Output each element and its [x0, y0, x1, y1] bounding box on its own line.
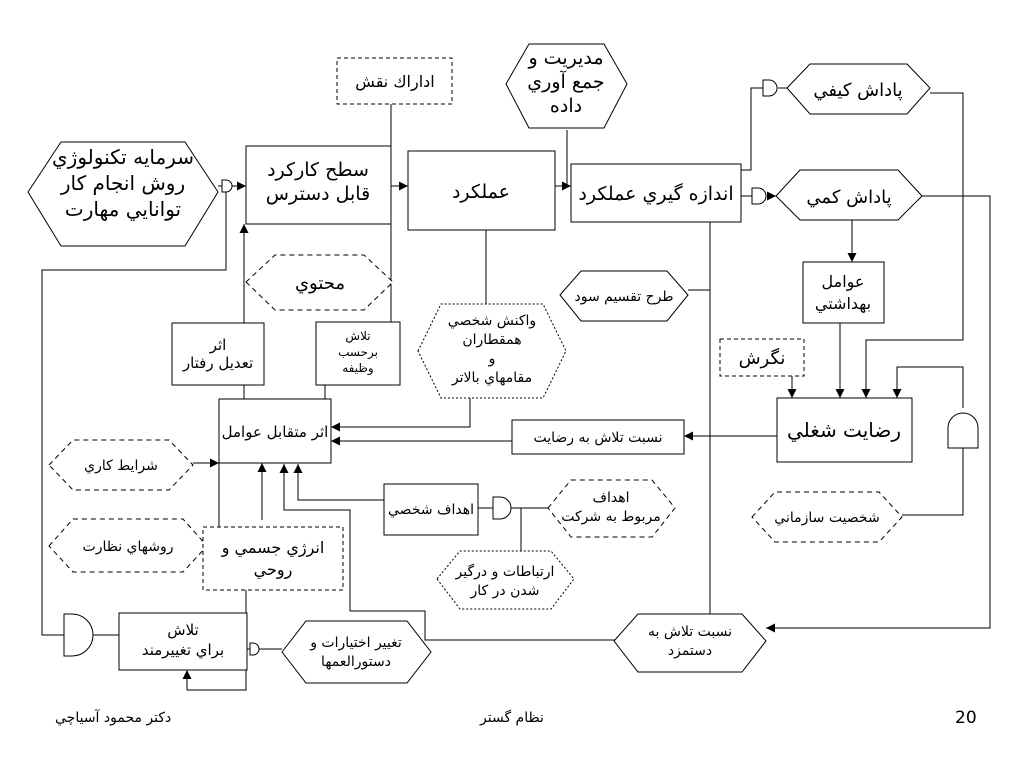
and-gate-right: [947, 412, 979, 449]
node-n25: [436, 550, 575, 610]
node-n13: [315, 321, 401, 386]
node-n9: [245, 254, 394, 311]
node-n14: [417, 303, 567, 399]
label-n6: اندازه گيري عملكرد: [578, 182, 733, 205]
label-n22: شخصيت سازماني: [774, 510, 879, 526]
label-n17: نسبت تلاش به رضايت: [533, 430, 662, 446]
label-n19: شرايط كاري: [84, 458, 158, 474]
node-n22: [751, 491, 903, 543]
label-n23: روشهاي نظارت: [83, 539, 174, 555]
and-gate-bottom: [63, 613, 94, 657]
label-n7: پاداش كيفي: [813, 80, 902, 101]
node-n3: [336, 57, 453, 105]
node-n19: [48, 439, 194, 491]
node-n8: [775, 169, 923, 221]
edge-gate-n18: [892, 366, 964, 408]
node-n6: [570, 163, 742, 223]
node-n2: [245, 145, 392, 225]
and-gate-top: [762, 79, 778, 97]
edge-n7-n18: [861, 92, 964, 398]
edge-n14-n16: [331, 398, 471, 432]
label-n10: طرح تقسيم سود: [574, 289, 673, 305]
label-n8: پاداش كمي: [806, 187, 891, 208]
node-n12: [171, 322, 265, 386]
node-n24: [202, 526, 344, 591]
node-n27: [281, 620, 432, 684]
label-n21: اهداف شخصي: [388, 502, 474, 518]
footer-author: دكتر محمود آسياچي: [55, 710, 172, 726]
node-n4: [505, 43, 628, 129]
label-n15: نگرش: [739, 347, 786, 369]
node-n7: [786, 63, 931, 115]
node-n16: [218, 398, 332, 464]
edge-n1-gate: [41, 186, 227, 636]
footer-center: نظام گستر: [480, 710, 544, 726]
node-n20: [547, 479, 676, 538]
edge-n28-n16: [279, 464, 621, 641]
node-n28: [613, 613, 767, 673]
node-n21: [383, 483, 479, 536]
label-n5: عملكرد: [452, 181, 510, 203]
node-n1: [27, 141, 219, 247]
edge-n21-n16: [293, 464, 384, 501]
node-n11: [802, 261, 885, 324]
and-gate-mid: [751, 187, 767, 205]
node-n18: [776, 397, 913, 463]
label-n3: اداراك نقش: [355, 72, 434, 92]
and-gate-goals: [492, 496, 512, 520]
node-n10: [559, 270, 689, 322]
and-gate-left: [221, 179, 233, 193]
node-n26: [118, 612, 248, 671]
and-gate-bottom-small: [249, 642, 260, 656]
edge-n22-gate: [902, 448, 964, 516]
edge-n8-n28: [766, 195, 991, 633]
node-n15: [719, 338, 805, 377]
footer-page-number: 20: [955, 708, 977, 728]
connector-lines: [41, 87, 991, 691]
edge-n6-gate-top: [741, 87, 763, 171]
label-n9: محتوي: [295, 273, 345, 294]
label-n16: اثر متقابل عوامل: [222, 423, 329, 441]
node-n17: [511, 419, 685, 455]
label-n18: رضايت شغلي: [787, 418, 901, 443]
node-n5: [407, 150, 556, 231]
